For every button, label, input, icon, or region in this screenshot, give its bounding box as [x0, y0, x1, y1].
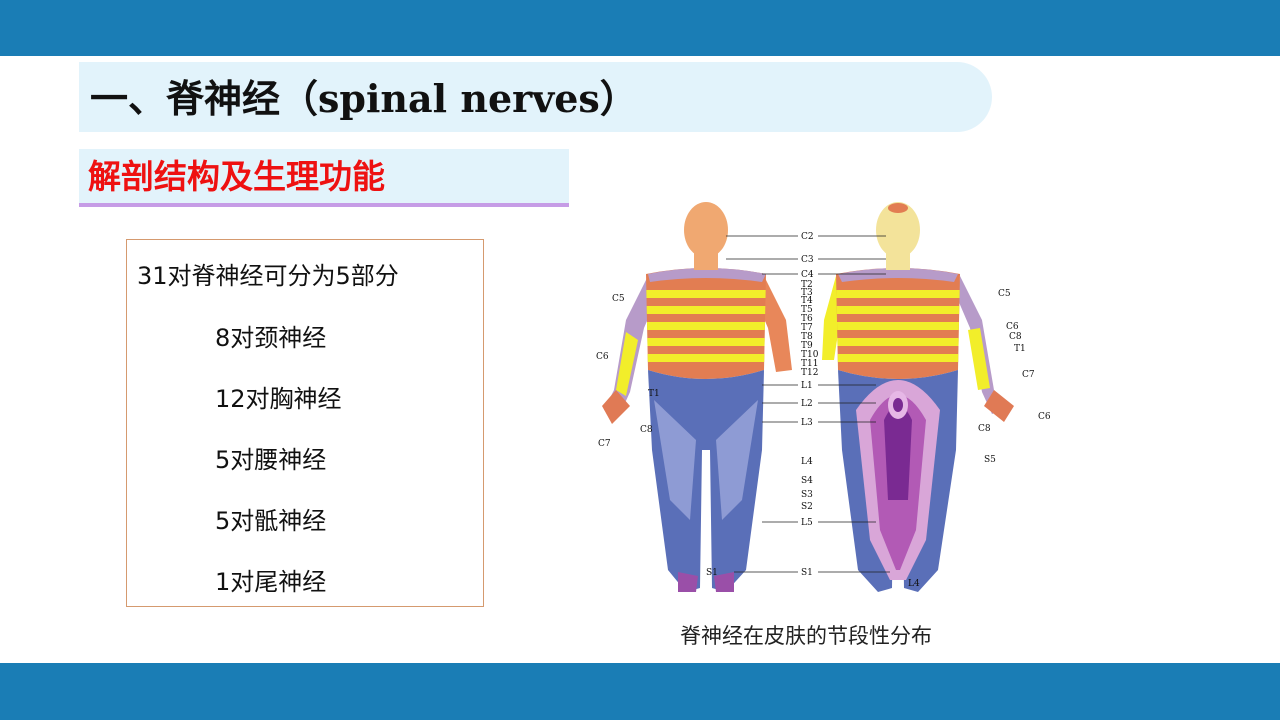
label-back-C6: C6: [1006, 322, 1019, 332]
title-band-cap: [930, 62, 992, 132]
slide-title: 一、脊神经（spinal nerves）: [90, 76, 638, 121]
nerve-item-thoracic: 12对胸神经: [215, 385, 342, 413]
nerve-item-sacral: 5对骶神经: [215, 507, 327, 535]
center-labels: C2 C3 C4 T2 T3 T4 T5 T6 T7 T8 T9 T10 T11…: [801, 232, 819, 578]
label-T11: T11: [801, 359, 818, 369]
center-label-lines: [726, 235, 890, 573]
label-L3: L3: [801, 418, 813, 428]
label-T12: T12: [801, 368, 818, 378]
front-left-labels: C5 C6 T1 C8 C7: [596, 294, 660, 449]
label-L5: L5: [801, 518, 813, 528]
label-front-C8: C8: [640, 425, 653, 435]
bottom-bar: [0, 663, 1280, 720]
label-T10: T10: [801, 350, 819, 360]
label-front-C5: C5: [612, 294, 625, 304]
label-back-C7: C7: [1022, 370, 1035, 380]
label-C4: C4: [801, 270, 814, 280]
label-back-C8: C8: [1009, 332, 1022, 342]
title-band: [79, 62, 956, 132]
slide-subtitle: 解剖结构及生理功能: [88, 157, 385, 196]
label-back-T1: T1: [1014, 344, 1026, 354]
label-L1: L1: [801, 381, 813, 391]
spinal-nerves-box: 31对脊神经可分为5部分 8对颈神经 12对胸神经 5对腰神经 5对骶神经 1对…: [126, 239, 484, 607]
label-front-C7: C7: [598, 439, 611, 449]
nerve-item-cervical: 8对颈神经: [215, 324, 327, 352]
label-C2: C2: [801, 232, 814, 242]
label-T4: T4: [801, 296, 813, 306]
label-T9: T9: [801, 341, 813, 351]
back-body: [822, 202, 1014, 592]
label-T7: T7: [801, 323, 813, 333]
label-L2: L2: [801, 399, 813, 409]
label-back-S5: S5: [984, 455, 996, 465]
box-heading: 31对脊神经可分为5部分: [137, 262, 399, 290]
label-back-C8b: C8: [978, 424, 991, 434]
nerve-item-lumbar: 5对腰神经: [215, 446, 327, 474]
top-bar: [0, 0, 1280, 56]
label-S3: S3: [801, 490, 813, 500]
label-S1: S1: [801, 568, 813, 578]
nerve-item-coccygeal: 1对尾神经: [215, 568, 327, 596]
label-T5: T5: [801, 305, 813, 315]
label-front-T1: T1: [648, 389, 660, 399]
label-L4: L4: [801, 457, 813, 467]
label-back-C5: C5: [998, 289, 1011, 299]
label-front-C6: C6: [596, 352, 609, 362]
label-foot-S1: S1: [706, 568, 718, 578]
label-T8: T8: [801, 332, 813, 342]
back-right-labels: C5 C6 C8 T1 C7 C6 C8 S5: [978, 289, 1051, 465]
foot-labels: S1 L4: [706, 568, 920, 589]
front-body: [602, 202, 792, 592]
label-S2: S2: [801, 502, 813, 512]
label-S4: S4: [801, 476, 813, 486]
label-foot-L4: L4: [908, 579, 920, 589]
subtitle-band: [79, 149, 569, 207]
label-T6: T6: [801, 314, 813, 324]
figure-caption: 脊神经在皮肤的节段性分布: [680, 624, 932, 648]
dermatome-figure: C2 C3 C4 T2 T3 T4 T5 T6 T7 T8 T9 T10 T11…: [596, 202, 1051, 592]
label-T3: T3: [801, 288, 813, 298]
label-back-C6b: C6: [1038, 412, 1051, 422]
label-T2: T2: [801, 280, 813, 290]
label-C3: C3: [801, 255, 814, 265]
